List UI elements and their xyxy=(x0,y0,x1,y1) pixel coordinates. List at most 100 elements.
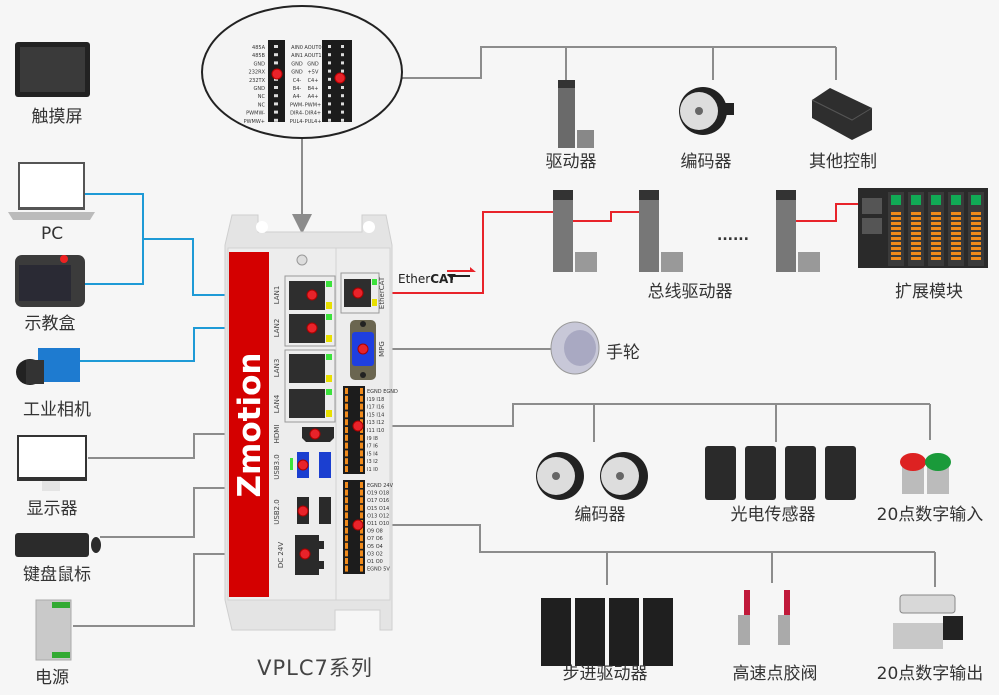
encoder-icon xyxy=(679,87,734,135)
input-encoder-label: 编码器 xyxy=(575,505,626,525)
encoder-label: 编码器 xyxy=(681,152,732,172)
touchscreen-label: 触摸屏 xyxy=(32,107,83,127)
input-encoder-icon xyxy=(536,452,648,500)
bus-drive-label: 总线驱动器 xyxy=(648,282,733,302)
monitor-label: 显示器 xyxy=(27,499,78,519)
connection-point xyxy=(334,72,346,84)
bus-servo-drive-3 xyxy=(776,190,820,272)
stepper-driver-icon xyxy=(541,598,673,666)
io-terminal-label: I3 I2 xyxy=(367,459,378,465)
io-terminal-label: O9 O8 xyxy=(367,529,383,535)
terminal-label: PWM- xyxy=(290,102,304,108)
usb3-label: USB3.0 xyxy=(273,454,281,480)
push-button-icon xyxy=(900,453,951,494)
digital-input-label: 20点数字输入 xyxy=(877,505,984,525)
terminal-label: A4- xyxy=(293,94,302,100)
keyboard-mouse-label: 键盘鼠标 xyxy=(23,565,91,585)
io-terminal-label: O1 O0 xyxy=(367,559,383,565)
io-terminal-label: I19 I18 xyxy=(367,397,384,403)
io-terminal-label: I1 I0 xyxy=(367,467,378,473)
lan3-label: LAN3 xyxy=(273,359,281,378)
lan2-label: LAN2 xyxy=(273,319,281,338)
connection-point xyxy=(271,68,283,80)
ethercat-logo: EtherCAT xyxy=(398,267,476,286)
connection-points xyxy=(297,287,369,560)
stepper-driver-label: 步进驱动器 xyxy=(563,664,648,684)
lan4-label: LAN4 xyxy=(273,394,281,413)
servo-drive-icon xyxy=(558,80,594,148)
dc-label: DC 24V xyxy=(277,542,285,568)
dispensing-valve-icon xyxy=(738,590,790,645)
terminal-label: AOUT0 xyxy=(304,45,321,51)
terminal-label: GND xyxy=(291,70,303,76)
io-terminal-label: EGND 5V xyxy=(367,567,390,573)
brand-logo: Zmotion xyxy=(232,353,268,498)
pc-wire xyxy=(85,193,144,285)
io-terminal-label: O5 O4 xyxy=(367,544,383,550)
industrial-camera-label: 工业相机 xyxy=(23,400,91,420)
lan-port-4[interactable] xyxy=(289,389,332,418)
io-terminal-label: O7 O6 xyxy=(367,536,383,542)
output-bus-wire xyxy=(358,524,935,553)
io-terminal-label: I5 I4 xyxy=(367,451,378,457)
terminal-label: C4- xyxy=(293,78,302,84)
terminal-label: +5V xyxy=(308,70,319,76)
terminal-label: AIN0 xyxy=(291,45,303,51)
input-terminal-block[interactable] xyxy=(343,386,365,474)
terminal-label: GND xyxy=(254,86,266,92)
power-supply-label: 电源 xyxy=(35,668,69,688)
io-terminal-label: O13 O12 xyxy=(367,513,389,519)
vplc7-controller: Zmotion LAN1 LAN2 LAN3 LAN4 HDMI USB3.0 … xyxy=(224,214,398,631)
digital-output-label: 20点数字输出 xyxy=(877,664,984,684)
svg-text:EtherCAT: EtherCAT xyxy=(398,272,456,286)
mpg-port-label: MPG xyxy=(378,341,386,357)
ethercat-port-label: EtherCAT xyxy=(378,276,386,309)
plc-icon xyxy=(811,88,873,140)
bus-servo-drive-2 xyxy=(639,190,683,272)
io-terminal-label: I7 I6 xyxy=(367,444,378,450)
terminal-label: PWMW+ xyxy=(244,119,265,125)
more-drives-ellipsis: ...... xyxy=(717,228,749,244)
usb3-port-2[interactable] xyxy=(319,452,331,478)
terminal-label: AOUT1 xyxy=(304,53,321,59)
teach-pendant-label: 示教盒 xyxy=(25,314,76,334)
usb2-port-2[interactable] xyxy=(319,497,331,524)
terminal-label: GND xyxy=(254,61,266,67)
io-terminal-label: I13 I12 xyxy=(367,420,384,426)
photoelectric-sensor-label: 光电传感器 xyxy=(731,505,816,525)
terminal-label: DIR4- xyxy=(290,111,304,117)
hdmi-label: HDMI xyxy=(273,425,281,444)
terminal-label: PUL4+ xyxy=(305,119,322,125)
terminal-label: PWMW- xyxy=(246,111,265,117)
io-terminal-label: O3 O2 xyxy=(367,551,383,557)
terminal-label: DIR4+ xyxy=(305,111,321,117)
teach-pendant-icon xyxy=(15,255,85,307)
wires xyxy=(73,46,936,627)
io-terminal-label: I11 I10 xyxy=(367,428,384,434)
io-terminal-label: I9 I8 xyxy=(367,436,378,442)
photoelectric-sensor-icon xyxy=(705,446,856,500)
terminal-label: A4+ xyxy=(308,94,319,100)
bus-servo-drive-1 xyxy=(553,190,597,272)
power-supply-icon xyxy=(35,599,72,661)
servo-drive-label: 驱动器 xyxy=(546,152,597,172)
io-terminal-label: O15 O14 xyxy=(367,506,389,512)
terminal-label: B4+ xyxy=(308,86,319,92)
terminal-label: 485A xyxy=(252,45,266,51)
io-terminal-label: O17 O16 xyxy=(367,498,389,504)
ground-screw-icon xyxy=(296,254,308,266)
terminal-label: NC xyxy=(258,94,266,100)
expansion-module-icon xyxy=(858,188,988,268)
monitor-icon xyxy=(17,435,87,491)
terminal-label: GND xyxy=(307,61,319,67)
terminal-label: 485B xyxy=(252,53,266,59)
terminal-label: C4+ xyxy=(308,78,319,84)
rs485-terminal-block xyxy=(268,40,285,122)
other-control-label: 其他控制 xyxy=(809,152,877,172)
usb2-label: USB2.0 xyxy=(273,499,281,525)
io-terminal-label: I17 I16 xyxy=(367,405,384,411)
lan-port-3[interactable] xyxy=(289,354,332,383)
